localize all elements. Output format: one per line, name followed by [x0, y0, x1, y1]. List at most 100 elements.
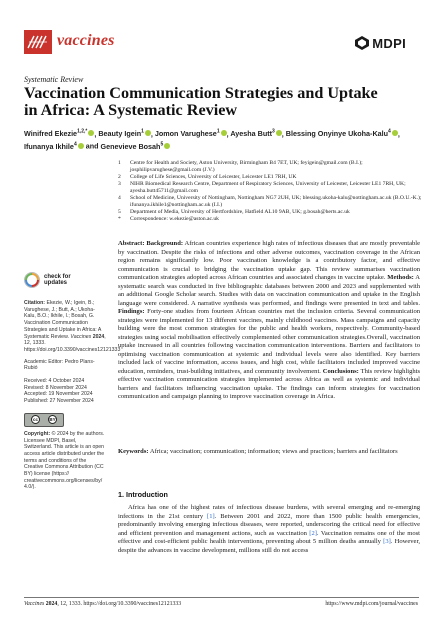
- author-affiliation-sup: 4: [73, 141, 77, 148]
- intro-text-2: . Between 2001 and 2022, more than 1500 …: [118, 512, 420, 537]
- affiliation-text: Centre for Health and Society, Aston Uni…: [130, 160, 363, 173]
- footer-citation: Vaccines 2024, 12, 1333. https://doi.org…: [24, 601, 181, 607]
- date-published: Published: 27 November 2024: [24, 398, 94, 405]
- check-for-updates-button[interactable]: check for updates: [24, 272, 106, 288]
- check-updates-line2: updates: [44, 280, 68, 286]
- citation: Citation: Ekezie, W.; Igein, B.; Varughe…: [24, 300, 120, 354]
- intro-text-3: . Vaccination remains one of the most ef…: [118, 529, 420, 546]
- citation-journal: Vaccines: [70, 333, 92, 340]
- abstract-background-text: African countries experience high rates …: [118, 240, 420, 281]
- abstract-methods-text: A systematic search was conducted in fiv…: [118, 274, 420, 307]
- footer-year: 2024: [44, 601, 58, 607]
- orcid-icon[interactable]: [391, 130, 398, 137]
- abstract-findings-label: Findings:: [118, 308, 145, 315]
- footer-journal-url[interactable]: https://www.mdpi.com/journal/vaccines: [325, 601, 418, 607]
- copyright: Copyright: © 2024 by the authors. Licens…: [24, 431, 106, 491]
- author[interactable]: Jomon Varughese1: [155, 129, 227, 138]
- affiliation-item: 2 College of Life Sciences, University of…: [118, 174, 423, 181]
- intro-text-4: . However, despite the advances in vacci…: [118, 538, 420, 554]
- orcid-icon[interactable]: [144, 130, 151, 137]
- abstract-conclusions-text: This review highlights effective vaccina…: [118, 367, 420, 401]
- author-name: Beauty Igein: [98, 129, 142, 139]
- author-affiliation-sup: 4: [388, 129, 391, 135]
- orcid-icon[interactable]: [275, 130, 282, 137]
- affiliation-item: 1 Centre for Health and Society, Aston Un…: [118, 160, 423, 174]
- author-name: Winifred Ekezie: [24, 129, 78, 139]
- affiliations: 1 Centre for Health and Society, Aston Un…: [118, 160, 423, 223]
- citation-label: Citation:: [24, 300, 46, 306]
- journal-name[interactable]: vaccines: [57, 32, 115, 49]
- author-name: Ayesha Butt: [230, 129, 272, 139]
- date-revised: Revised: 8 November 2024: [24, 384, 87, 391]
- affiliation-item: * Correspondence: w.ekezie@aston.ac.uk: [118, 216, 423, 223]
- keywords-label: Keywords:: [118, 448, 149, 455]
- author[interactable]: Beauty Igein1: [98, 129, 151, 138]
- publisher-logo[interactable]: MDPI: [355, 32, 406, 54]
- affiliation-text: College of Life Sciences, University of …: [130, 174, 297, 180]
- publisher-name: MDPI: [372, 35, 406, 51]
- author-affiliation-sup: 5: [160, 141, 164, 148]
- abstract: Abstract: Background: African countries …: [118, 240, 420, 402]
- affiliation-number: 2: [118, 174, 121, 180]
- copyright-label: Copyright:: [24, 430, 51, 437]
- affiliation-text: Correspondence: w.ekezie@aston.ac.uk: [130, 216, 219, 222]
- affiliation-number: 4: [118, 195, 121, 201]
- affiliation-item: 4 School of Medicine, University of Notti…: [118, 195, 423, 209]
- footer-journal: Vaccines: [24, 601, 45, 607]
- orcid-icon[interactable]: [164, 142, 171, 149]
- author[interactable]: Ifunanya Ikhile4: [24, 141, 84, 151]
- author-name: Genevieve Bosah: [100, 141, 161, 151]
- affiliation-number: 5: [118, 209, 121, 215]
- abstract-conclusions-label: Conclusions:: [322, 367, 359, 375]
- keywords: Keywords: Africa; vaccination; communica…: [118, 448, 420, 457]
- article-sidebar: check for updates Citation: Ekezie, W.; …: [24, 272, 120, 491]
- author-affiliation-sup: 1,2,*: [77, 129, 88, 135]
- reference-link-1[interactable]: [1]: [207, 512, 215, 520]
- author-affiliation-sup: 3: [272, 129, 275, 135]
- author[interactable]: Blessing Onyinye Ukoha-Kalu4: [286, 129, 398, 138]
- author[interactable]: Ayesha Butt3: [230, 129, 282, 139]
- article-dates: Received: 4 October 2024 Revised: 8 Nove…: [24, 378, 106, 405]
- section-heading-introduction: 1. Introduction: [118, 490, 168, 499]
- orcid-icon[interactable]: [88, 130, 95, 137]
- article-title: Vaccination Communication Strategies and…: [24, 84, 378, 119]
- journal-header: vaccines MDPI: [24, 30, 414, 60]
- keywords-text: Africa; vaccination; communication; info…: [148, 448, 398, 455]
- journal-logo-icon: [24, 30, 52, 54]
- abstract-methods-label: Methods:: [387, 274, 414, 281]
- author[interactable]: Genevieve Bosah5: [100, 141, 171, 151]
- introduction-paragraph: Africa has one of the highest rates of i…: [118, 504, 420, 555]
- affiliation-text: Department of Media, University of Hertf…: [130, 209, 350, 215]
- affiliation-text: School of Medicine, University of Nottin…: [130, 195, 422, 208]
- author-separator: ,: [397, 129, 400, 139]
- author-affiliation-sup: 1: [216, 129, 220, 135]
- affiliation-number: *: [118, 216, 121, 222]
- cc-by-license-badge[interactable]: cc BY: [24, 412, 64, 427]
- author-affiliation-sup: 1: [141, 129, 144, 135]
- by-icon: BY: [48, 415, 57, 425]
- citation-year: 2024: [91, 333, 105, 340]
- footer-doi[interactable]: , 12, 1333. https://doi.org/10.3390/vacc…: [57, 601, 182, 607]
- author-separator: and: [83, 141, 101, 151]
- reference-link-3[interactable]: [3]: [383, 538, 391, 545]
- author-separator: ,: [226, 129, 231, 139]
- orcid-icon[interactable]: [220, 130, 227, 137]
- check-updates-line1: check for: [44, 273, 71, 280]
- author-separator: ,: [94, 129, 99, 139]
- article-type: Systematic Review: [24, 75, 84, 84]
- footer-divider: [24, 597, 419, 598]
- abstract-background-label: Abstract: Background:: [118, 240, 184, 247]
- copyright-text: © 2024 by the authors. Licensee MDPI, Ba…: [24, 430, 105, 491]
- reference-link-2[interactable]: [2]: [309, 529, 317, 537]
- affiliation-item: 5 Department of Media, University of Hert…: [118, 209, 423, 216]
- orcid-icon[interactable]: [77, 142, 84, 149]
- author[interactable]: Winifred Ekezie1,2,*: [24, 129, 95, 139]
- author-name: Blessing Onyinye Ukoha-Kalu: [285, 129, 389, 139]
- author-name: Jomon Varughese: [154, 129, 217, 139]
- affiliation-number: 1: [118, 160, 121, 166]
- check-updates-icon: [24, 272, 40, 288]
- date-accepted: Accepted: 19 November 2024: [24, 391, 93, 398]
- citation-doi[interactable]: , 12, 1333. https://doi.org/10.3390/vacc…: [24, 333, 121, 353]
- cc-icon: cc: [31, 415, 40, 425]
